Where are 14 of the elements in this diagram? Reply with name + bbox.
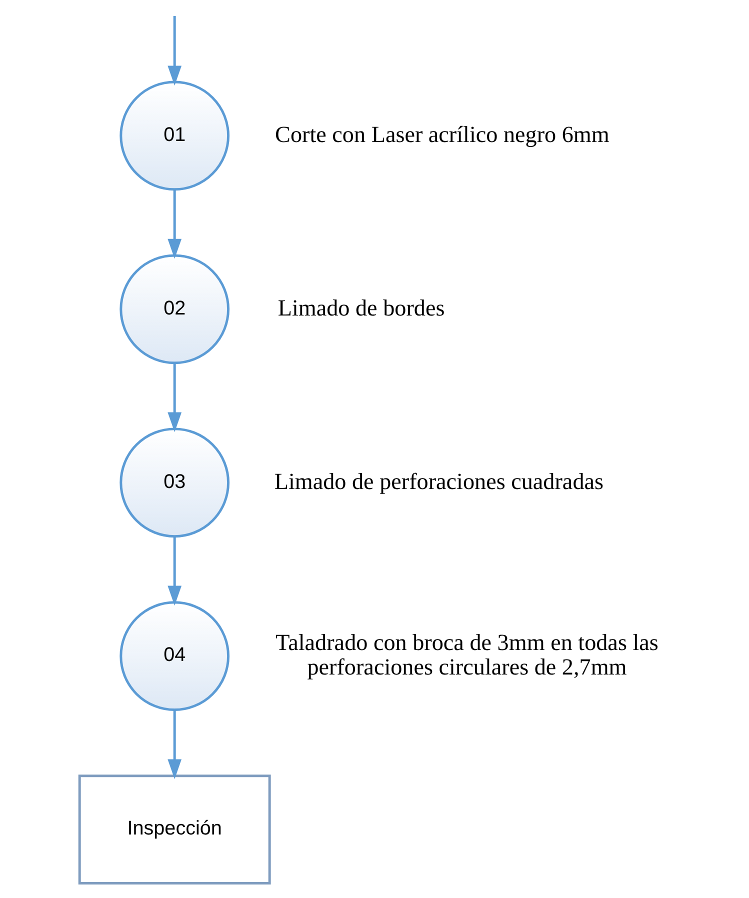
node-label: Taladrado con broca de 3mm en todas las perforaciones circulares de 2,7mm [276, 630, 658, 681]
node-circle: 03 [120, 428, 230, 538]
node-box: Inspección [78, 774, 271, 884]
arrow [168, 16, 182, 86]
node-circle: 02 [120, 254, 230, 364]
arrow [168, 536, 182, 606]
arrow [168, 710, 182, 780]
node-label: Limado de perforaciones cuadradas [274, 468, 604, 495]
node-circle: 04 [120, 601, 230, 712]
arrow [168, 190, 182, 259]
node-circle: 01 [120, 80, 230, 191]
node-label: Limado de bordes [278, 295, 445, 322]
arrow [168, 363, 182, 432]
node-label: Corte con Laser acrílico negro 6mm [275, 122, 610, 148]
